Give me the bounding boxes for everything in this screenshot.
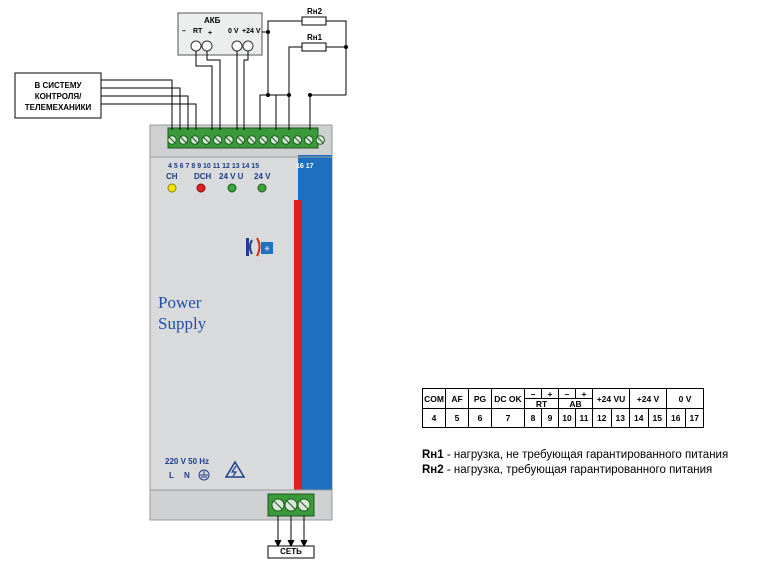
table-cell: + bbox=[541, 388, 559, 399]
table-cell: 0 V bbox=[666, 388, 704, 409]
table-cell: 10 bbox=[558, 408, 576, 428]
terminal-screw-slot bbox=[248, 136, 256, 144]
pin-table: COM AF PG DC OK – + – + +24 VU +24 V 0 V… bbox=[422, 388, 704, 428]
terminal-screw-slot bbox=[191, 136, 199, 144]
table-cell: 14 bbox=[629, 408, 649, 428]
load-rn1-resistor bbox=[301, 42, 327, 52]
table-cell: 7 bbox=[491, 408, 525, 428]
led-24vu-label: 24 V U bbox=[219, 172, 244, 181]
terminal-screw-slot bbox=[316, 136, 324, 144]
table-cell: AB bbox=[558, 398, 593, 409]
terminal-screw-slot bbox=[271, 136, 278, 144]
mains-wires bbox=[274, 516, 308, 548]
bottom-terminal-block bbox=[267, 493, 315, 517]
terminal-screw-slot bbox=[225, 136, 233, 144]
led-24vu bbox=[227, 183, 237, 193]
table-cell: COM bbox=[422, 388, 446, 409]
terminal-screw-slot bbox=[259, 136, 267, 144]
telemetry-label: В СИСТЕМУ КОНТРОЛЯ/ ТЕЛЕМЕХАНИКИ bbox=[24, 81, 92, 112]
table-cell: 15 bbox=[647, 408, 667, 428]
table-cell: 9 bbox=[541, 408, 559, 428]
terminal-screw-slot bbox=[237, 136, 244, 144]
svg-text:✳: ✳ bbox=[264, 245, 270, 253]
table-cell: 5 bbox=[445, 408, 469, 428]
load-rn2-resistor bbox=[301, 16, 327, 26]
terminal-screw-slot bbox=[305, 136, 313, 144]
table-cell: +24 V bbox=[629, 388, 667, 409]
psu-pin-numbers-blue: 16 17 bbox=[296, 163, 314, 170]
table-cell: + bbox=[575, 388, 593, 399]
mains-rating: 220 V 50 Hz bbox=[165, 457, 210, 466]
battery-0v-label: 0 V bbox=[228, 28, 239, 35]
telemetry-box bbox=[14, 72, 102, 119]
table-cell: 4 bbox=[422, 408, 446, 428]
pin-table-sub-row: RT AB bbox=[423, 398, 704, 409]
mains-l-label: L bbox=[169, 471, 174, 480]
load-rn2-label: Rн2 bbox=[307, 7, 323, 16]
led-dch bbox=[196, 183, 206, 193]
table-cell: +24 VU bbox=[592, 388, 630, 409]
warning-triangle-icon bbox=[224, 460, 246, 478]
led-dch-label: DCH bbox=[194, 172, 212, 181]
mains-label-box bbox=[267, 545, 315, 559]
table-cell: 11 bbox=[575, 408, 593, 428]
legend-rn2: Rн2 - нагрузка, требующая гарантированно… bbox=[422, 464, 713, 476]
battery-plus-label: + bbox=[208, 30, 213, 37]
pin-table-header-row: COM AF PG DC OK – + – + +24 VU +24 V 0 V bbox=[422, 388, 704, 409]
battery-24v-label: +24 V bbox=[242, 28, 261, 35]
led-24v-label: 24 V bbox=[254, 172, 271, 181]
battery-rt-label: RT bbox=[193, 28, 203, 35]
top-terminal-block bbox=[167, 127, 325, 149]
table-cell: PG bbox=[468, 388, 492, 409]
battery-minus-label: – bbox=[182, 28, 186, 35]
table-cell: 16 bbox=[666, 408, 686, 428]
load-rn1-label: Rн1 bbox=[307, 33, 323, 42]
table-cell: AF bbox=[445, 388, 469, 409]
table-cell: RT bbox=[524, 398, 559, 409]
table-cell: – bbox=[524, 388, 542, 399]
terminal-screw-slot bbox=[202, 136, 210, 144]
psu-pin-numbers: 4 5 6 7 8 9 10 11 12 13 14 15 bbox=[168, 163, 260, 170]
manufacturer-logo: ✳ bbox=[246, 237, 273, 257]
psu-blue-panel bbox=[298, 155, 332, 490]
table-cell: 8 bbox=[524, 408, 542, 428]
wire-junctions bbox=[266, 30, 348, 97]
table-cell: 6 bbox=[468, 408, 492, 428]
terminal-screw-slot bbox=[168, 136, 176, 144]
terminal-screw-slot bbox=[282, 136, 290, 144]
table-cell: – bbox=[558, 388, 576, 399]
psu-title: Power Supply bbox=[158, 293, 207, 333]
led-ch bbox=[167, 183, 177, 193]
mains-n-label: N bbox=[184, 471, 190, 480]
legend-rn1: Rн1 - нагрузка, не требующая гарантирова… bbox=[422, 449, 729, 461]
terminal-screw-slot bbox=[214, 136, 221, 144]
table-cell: 17 bbox=[684, 408, 704, 428]
battery-title: АКБ bbox=[204, 16, 221, 25]
terminal-screw-slot bbox=[294, 136, 301, 144]
pin-table-number-row: 4 5 6 7 8 9 10 11 12 13 14 15 16 17 bbox=[422, 408, 704, 428]
led-24v bbox=[257, 183, 267, 193]
table-cell: 13 bbox=[610, 408, 630, 428]
terminal-screw-slot bbox=[180, 136, 187, 144]
psu-red-stripe bbox=[294, 200, 302, 490]
ground-icon bbox=[198, 469, 210, 481]
table-cell: DC OK bbox=[491, 388, 525, 409]
mains-label: СЕТЬ bbox=[280, 547, 302, 556]
table-cell: 12 bbox=[592, 408, 612, 428]
led-ch-label: CH bbox=[166, 172, 178, 181]
